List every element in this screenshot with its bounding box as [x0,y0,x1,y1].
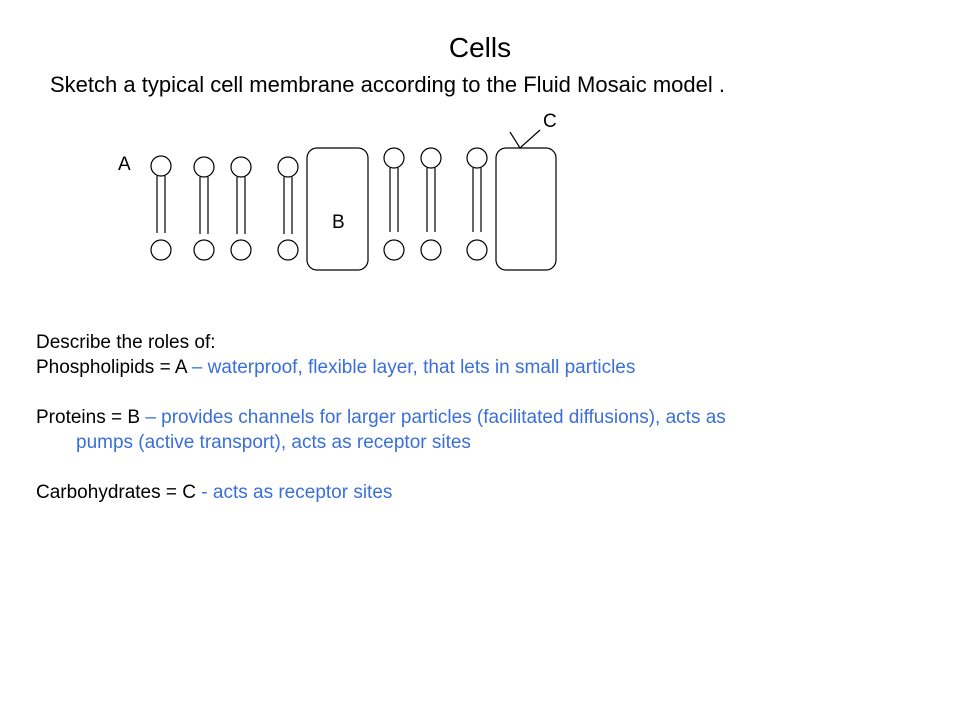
proteins-answer-2: pumps (active transport), acts as recept… [76,432,471,453]
spacer [36,380,936,405]
phospholipid-2 [193,156,215,261]
carbohydrates-line: Carbohydrates = C - acts as receptor sit… [36,480,936,505]
phospholipid-5 [383,147,405,261]
protein-c [495,147,557,271]
carbohydrates-answer: - acts as receptor sites [201,482,393,503]
label-a: A [118,154,131,175]
slide-title: Cells [448,32,512,63]
phospholipid-1 [150,155,172,261]
roles-text: Describe the roles of: Phospholipids = A… [36,330,936,505]
phospholipid-6 [420,147,442,261]
label-c: C [543,111,557,132]
proteins-line: Proteins = B – provides channels for lar… [36,405,936,430]
phospholipids-line: Phospholipids = A – waterproof, flexible… [36,355,936,380]
phospholipid-3 [230,156,252,261]
label-b: B [332,212,345,233]
protein-b [306,147,369,271]
phospholipid-4 [277,156,299,261]
spacer [36,455,936,480]
phospholipid-7 [466,147,488,261]
phospholipids-answer: – waterproof, flexible layer, that lets … [191,357,636,378]
carbohydrates-term: Carbohydrates = C [36,482,202,503]
phospholipids-term: Phospholipids = A [36,357,192,378]
carbohydrate-chain [509,129,541,149]
membrane-diagram: A B C [118,111,557,271]
proteins-answer-1: – provides channels for larger particles… [145,407,726,428]
proteins-term: Proteins = B [36,407,146,428]
roles-heading: Describe the roles of: [36,332,216,353]
slide-subtitle: Sketch a typical cell membrane according… [50,72,725,97]
